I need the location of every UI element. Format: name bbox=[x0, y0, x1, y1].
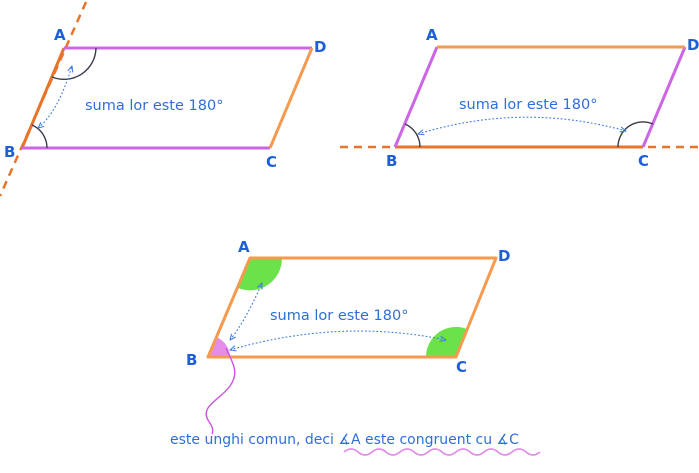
vertex-label-c: C bbox=[266, 153, 277, 171]
sum-note: suma lor este 180° bbox=[459, 97, 597, 113]
sum-note: suma lor este 180° bbox=[85, 98, 223, 114]
dotted-arrow bbox=[38, 66, 72, 128]
side-cd bbox=[641, 46, 687, 148]
vertex-label-a: A bbox=[238, 238, 250, 256]
pointer-curve bbox=[205, 347, 236, 435]
angle-arc-b bbox=[404, 123, 421, 148]
vertex-label-d: D bbox=[498, 247, 510, 265]
side-ab bbox=[393, 46, 439, 148]
sum-note: suma lor este 180° bbox=[270, 308, 408, 324]
vertex-label-a: A bbox=[54, 26, 66, 44]
vertex-label-c: C bbox=[456, 358, 467, 376]
vertex-label-b: B bbox=[4, 143, 15, 161]
side-ab bbox=[20, 47, 66, 149]
vertex-label-d: D bbox=[687, 36, 699, 54]
parallelogram-outline bbox=[206, 256, 498, 359]
angle-c-symbol: ∡C bbox=[497, 432, 520, 448]
vertex-label-b: B bbox=[186, 351, 197, 369]
dotted-arrow bbox=[418, 116, 626, 134]
figure-2: A B C D suma lor este 180° bbox=[340, 26, 699, 170]
angle-sector-b bbox=[208, 337, 230, 357]
angle-arc-c bbox=[617, 121, 654, 148]
figure-3: A B C D suma lor este 180° bbox=[186, 238, 510, 435]
conclusion-part-2: este congruent cu bbox=[361, 432, 497, 448]
side-cd bbox=[268, 47, 314, 149]
extension-line-ab bbox=[0, 1, 88, 197]
conclusion-part-1: este unghi comun, deci bbox=[170, 432, 338, 448]
vertex-label-c: C bbox=[638, 152, 649, 170]
conclusion-line: este unghi comun, deci ∡A este congruent… bbox=[170, 432, 541, 456]
vertex-label-d: D bbox=[314, 38, 326, 56]
dotted-arrow-bc bbox=[230, 330, 446, 350]
angle-arc-b bbox=[31, 124, 48, 149]
vertex-label-a: A bbox=[426, 26, 438, 44]
angle-a-symbol: ∡A bbox=[338, 432, 361, 448]
wavy-underline bbox=[343, 448, 541, 456]
figure-1: A B C D suma lor este 180° bbox=[0, 1, 326, 197]
conclusion-text: este unghi comun, deci ∡A este congruent… bbox=[170, 432, 519, 448]
vertex-label-b: B bbox=[386, 152, 397, 170]
